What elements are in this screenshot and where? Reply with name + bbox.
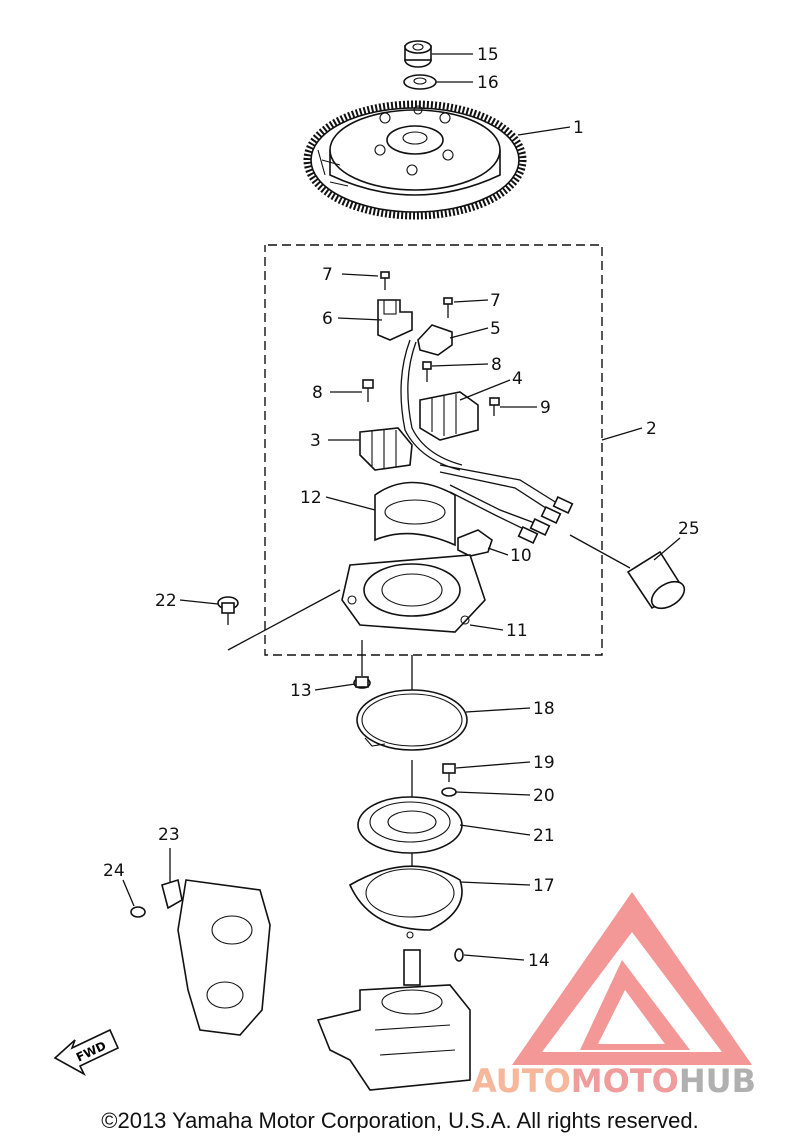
- watermark-part2: MOTO: [570, 1062, 679, 1100]
- label-3: 3: [310, 431, 321, 451]
- label-18: 18: [533, 699, 555, 719]
- label-25: 25: [678, 519, 700, 539]
- label-10: 10: [510, 546, 532, 566]
- assembly-box-outline: [264, 244, 603, 656]
- part-7-screw-a: [380, 271, 390, 290]
- part-23-bracket: [161, 848, 183, 910]
- part-24-screw: [122, 879, 146, 918]
- label-22: 22: [155, 591, 177, 611]
- label-24: 24: [103, 861, 125, 881]
- fwd-arrow: FWD: [53, 1028, 120, 1076]
- part-3-coil: [359, 427, 413, 471]
- part-15-nut: [404, 40, 432, 68]
- part-20-washer: [441, 787, 457, 797]
- label-15: 15: [477, 45, 499, 65]
- label-1: 1: [573, 118, 584, 138]
- label-7b: 7: [490, 291, 501, 311]
- part-11-stator-base: [341, 554, 486, 633]
- label-6: 6: [322, 309, 333, 329]
- wire-harness: [400, 339, 574, 544]
- label-5: 5: [490, 319, 501, 339]
- label-21: 21: [533, 826, 555, 846]
- part-labels: 15 16 1 7 7 6 5 8 8 4 9 3 2 12 25 10 22 …: [103, 45, 700, 971]
- part-22-bolt: [217, 589, 341, 651]
- part-12-coil: [374, 481, 456, 547]
- label-2: 2: [646, 419, 657, 439]
- label-8a: 8: [491, 355, 502, 375]
- label-12: 12: [300, 488, 322, 508]
- part-8-screw-b: [362, 379, 374, 402]
- part-13-bolt: [353, 640, 371, 689]
- part-14-key: [454, 948, 464, 962]
- copyright-notice: ©2013 Yamaha Motor Corporation, U.S.A. A…: [101, 1108, 699, 1133]
- part-5-clamp: [417, 324, 453, 356]
- label-17: 17: [533, 876, 555, 896]
- label-9: 9: [540, 398, 551, 418]
- watermark-part3: HUB: [678, 1062, 757, 1100]
- label-13: 13: [290, 681, 312, 701]
- label-16: 16: [477, 73, 499, 93]
- label-19: 19: [533, 753, 555, 773]
- part-1-flywheel: [303, 100, 527, 220]
- part-16-washer: [403, 74, 437, 90]
- engine-cover-plate: [177, 879, 271, 1036]
- label-8b: 8: [312, 383, 323, 403]
- label-7a: 7: [322, 265, 333, 285]
- watermark-part1: AUTO: [472, 1062, 571, 1100]
- part-21-plate: [357, 796, 463, 854]
- label-4: 4: [512, 369, 523, 389]
- part-19-screw: [442, 763, 456, 782]
- part-10-clamp: [457, 529, 493, 557]
- watermark-text: AUTOMOTOHUB: [472, 1062, 756, 1100]
- label-23: 23: [158, 825, 180, 845]
- label-20: 20: [533, 786, 555, 806]
- label-14: 14: [528, 951, 550, 971]
- part-8-screw-a: [422, 361, 432, 382]
- part-9-screw: [489, 397, 500, 416]
- part-6-bracket: [377, 299, 413, 341]
- part-18-ring: [356, 689, 468, 751]
- crankcase-housing: [316, 949, 471, 1091]
- leader-lines: [179, 53, 681, 961]
- label-11: 11: [506, 621, 528, 641]
- part-25-cap: [569, 534, 686, 610]
- part-17-gasket: [348, 865, 463, 939]
- watermark-logo: [512, 892, 752, 1065]
- part-4-coil: [419, 391, 479, 441]
- part-7-screw-b: [443, 297, 453, 318]
